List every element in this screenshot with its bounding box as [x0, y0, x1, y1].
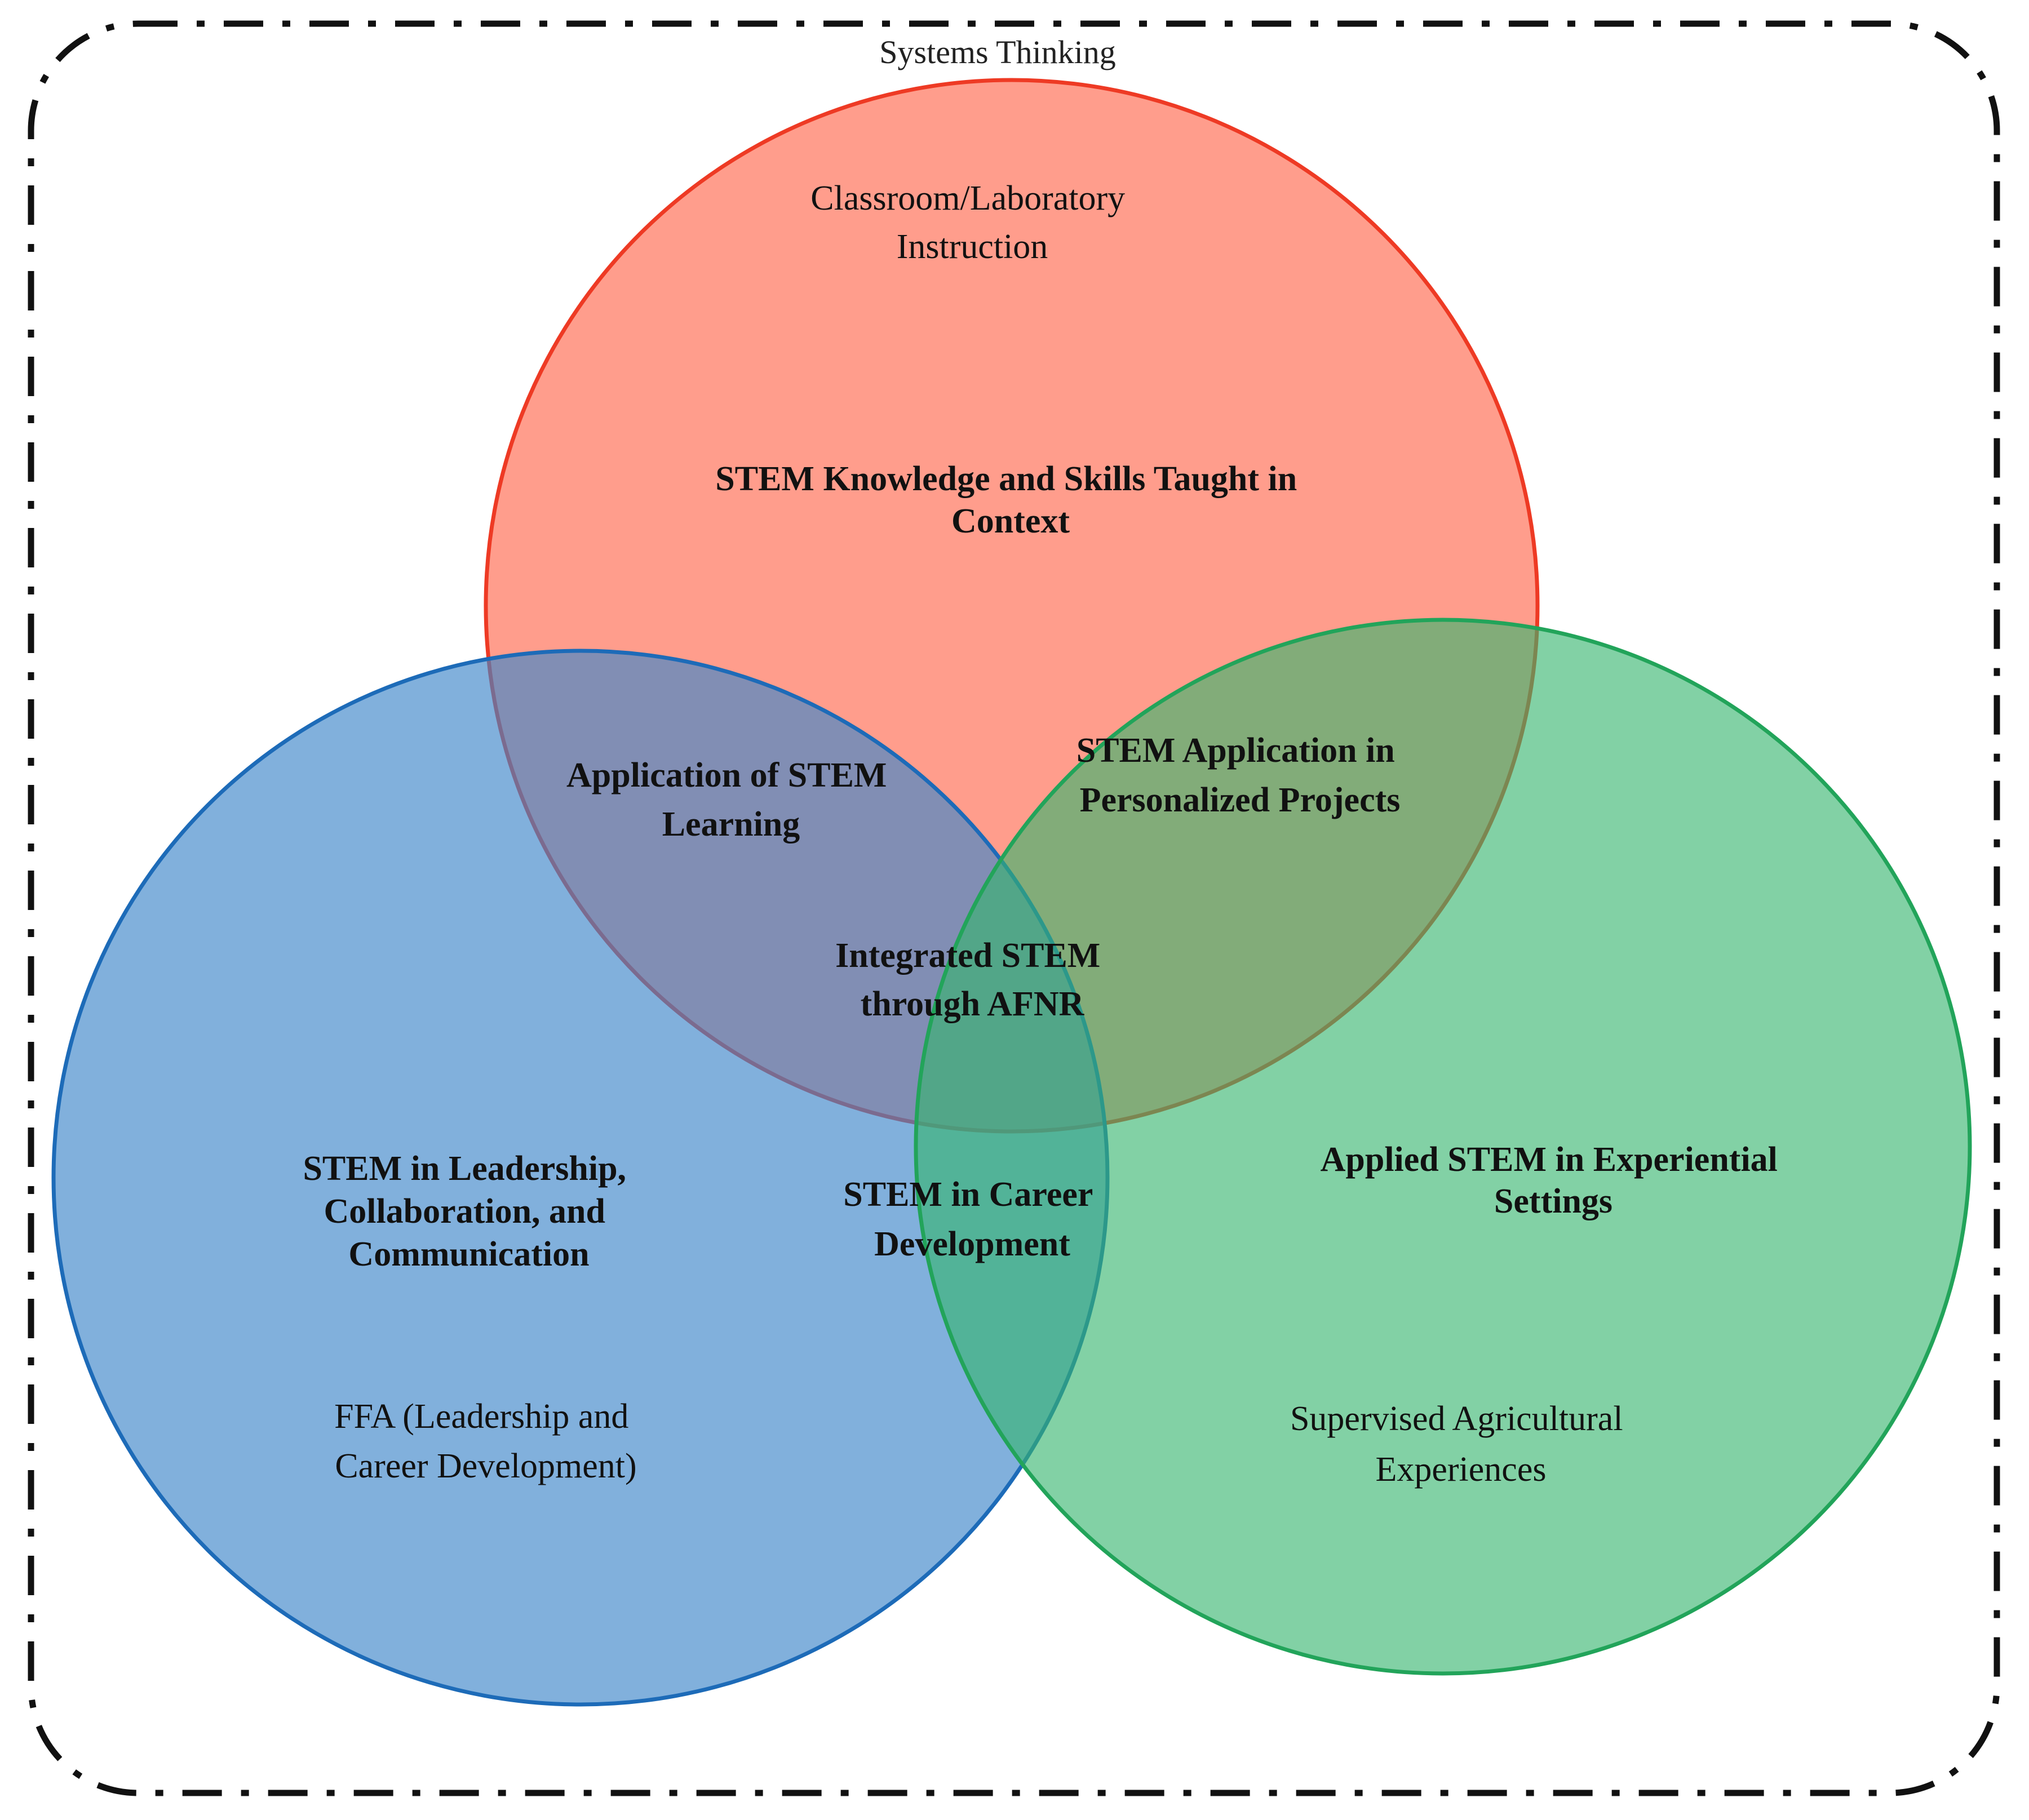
- frame-label-backing: [840, 29, 1155, 80]
- right-context-label: Supervised Agricultural Experiences: [1290, 1400, 1632, 1489]
- overlap-top-right-label: STEM Application in Personalized Project…: [1076, 731, 1404, 819]
- overlap-left-right-label: STEM in Career Development: [843, 1175, 1101, 1263]
- overlap-center-label: Integrated STEM through AFNR: [835, 936, 1109, 1023]
- circle-supervised-experiences: [914, 618, 1972, 1676]
- overlap-top-left-label: Application of STEM Learning: [566, 756, 896, 844]
- left-title-label: STEM in Leadership, Collaboration, and C…: [303, 1149, 635, 1273]
- top-title-label: STEM Knowledge and Skills Taught in Cont…: [715, 460, 1306, 540]
- right-title-label: Applied STEM in Experiential Settings: [1321, 1140, 1787, 1220]
- top-context-label: Classroom/Laboratory Instruction: [810, 179, 1133, 266]
- frame-label: Systems Thinking: [879, 34, 1115, 70]
- systems-thinking-frame: [28, 20, 2000, 1796]
- left-context-label: FFA (Leadership and Career Development): [334, 1397, 637, 1485]
